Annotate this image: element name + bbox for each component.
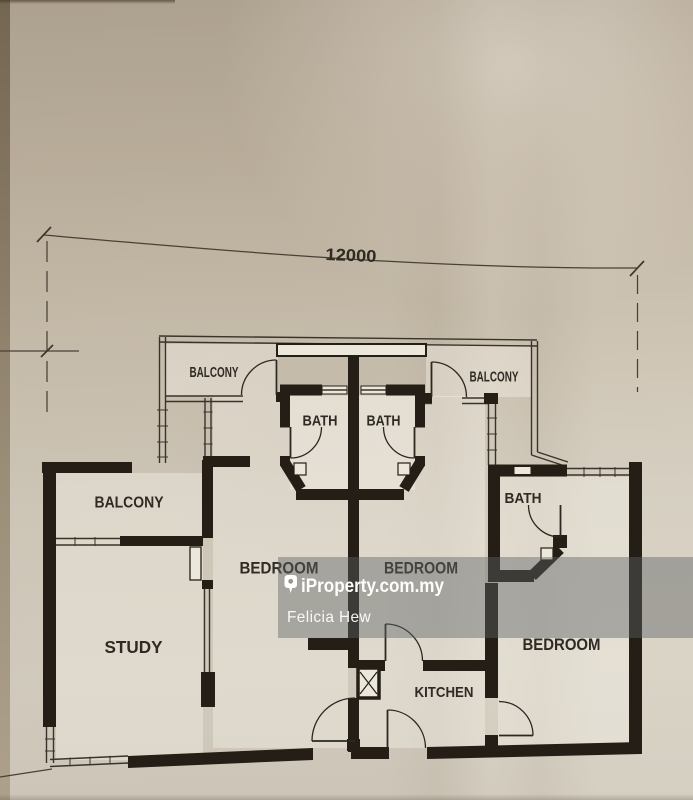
location-pin-icon: [284, 575, 297, 593]
walls: [42, 355, 642, 768]
label-bedroom-unit3: BEDROOM: [523, 636, 601, 654]
photo-bottom-shadow-edge: [0, 794, 693, 800]
room-labels: BALCONY BALCONY BATH BATH BATH BALCONY B…: [95, 365, 601, 701]
label-bedroom-unit1: BEDROOM: [240, 559, 319, 578]
label-balcony-top-right: BALCONY: [470, 370, 519, 386]
top-lintel-bar: [276, 343, 427, 357]
dimension-width-label: 12000: [325, 245, 377, 266]
watermark-band: [278, 557, 693, 638]
label-bedroom-unit2: BEDROOM: [384, 559, 458, 578]
photo-left-shadow-edge: [0, 0, 10, 800]
watermark-brand-text: iProperty.com.my: [301, 575, 444, 597]
door-swings: [240, 359, 562, 749]
watermark-agent-name: Felicia Hew: [287, 609, 371, 626]
white-plan-elements: [189, 343, 554, 700]
label-bath-unit3: BATH: [505, 490, 542, 507]
service-shaft: [356, 666, 381, 700]
photo-top-shadow-edge: [0, 0, 175, 4]
label-bath-unit1: BATH: [303, 414, 338, 430]
label-balcony-side: BALCONY: [95, 495, 165, 512]
study-door-leaf: [189, 546, 202, 581]
thin-walls-and-windows: [45, 335, 629, 768]
label-study: STUDY: [105, 637, 163, 657]
label-balcony-top-left: BALCONY: [190, 365, 239, 381]
dimension-annotation: 12000: [0, 226, 645, 778]
label-bath-unit2: BATH: [367, 414, 401, 430]
label-kitchen: KITCHEN: [415, 684, 474, 701]
watermark: iProperty.com.my Felicia Hew: [278, 557, 693, 638]
